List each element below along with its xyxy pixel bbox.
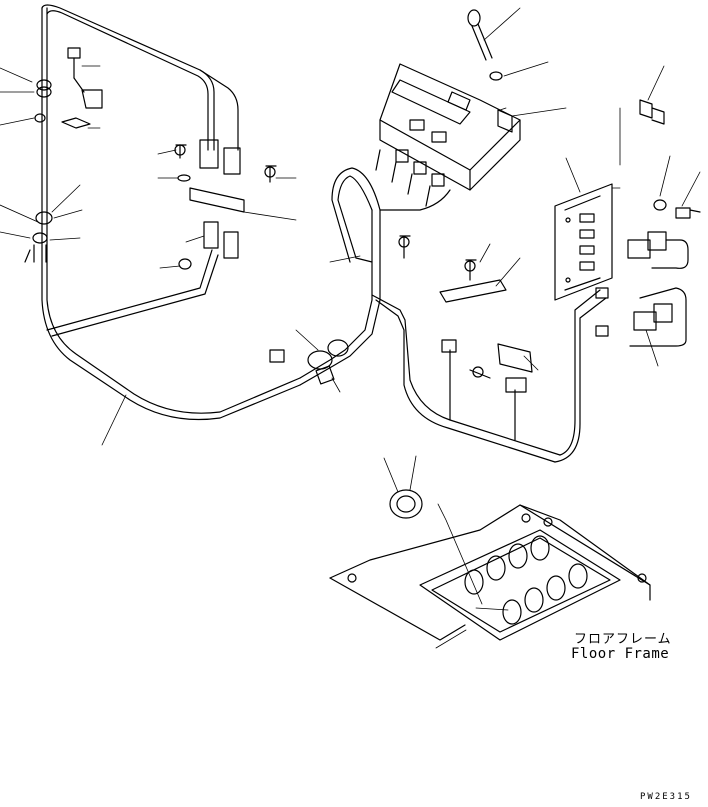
controller-harness (332, 168, 450, 262)
floor-frame-label-jp: フロアフレーム (574, 632, 672, 647)
relay-panel (555, 184, 612, 300)
floor-frame-label-en: Floor Frame (571, 646, 670, 662)
harness-connector-center (270, 210, 380, 385)
controller-unit (376, 64, 520, 206)
relay-right (628, 200, 700, 346)
lamp-socket-bracket (175, 140, 276, 269)
grommet (390, 490, 422, 518)
relay-assembly (62, 48, 102, 128)
drawing-code: PW2E315 (640, 792, 692, 802)
leader-lines (0, 8, 700, 648)
bolt-top (468, 10, 502, 80)
floor-frame (330, 505, 650, 640)
bolt-right (640, 100, 664, 124)
lower-harness (372, 236, 608, 462)
left-harness (25, 5, 300, 420)
